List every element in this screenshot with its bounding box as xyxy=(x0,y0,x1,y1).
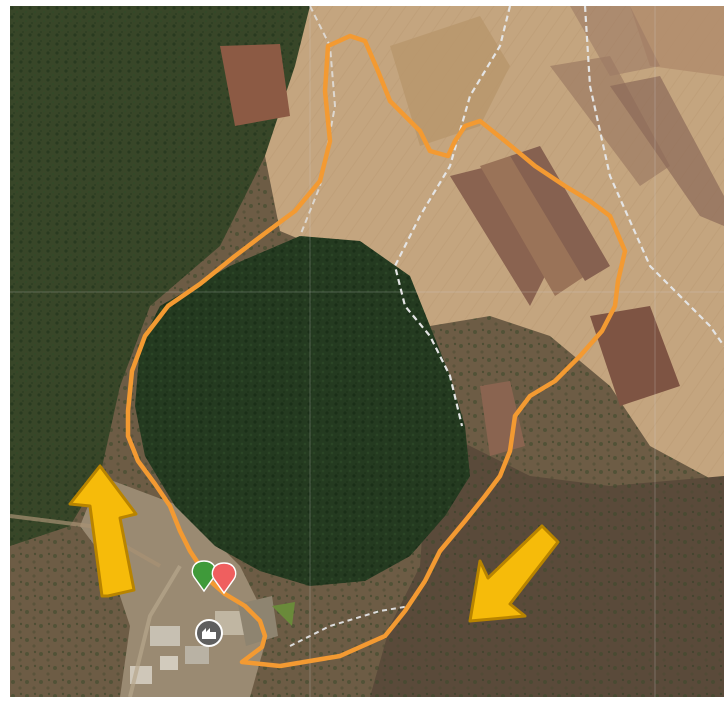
plowed-field xyxy=(590,306,680,406)
trail-path xyxy=(299,6,337,237)
plowed-strip xyxy=(450,166,550,306)
building xyxy=(150,626,180,646)
field-patch xyxy=(390,16,510,146)
plowed-field xyxy=(220,44,290,126)
satellite-map[interactable] xyxy=(10,6,724,697)
trail-path xyxy=(583,6,724,347)
building xyxy=(185,646,209,664)
end-pin-icon[interactable] xyxy=(211,562,237,595)
arrow-down-left-icon xyxy=(468,524,560,623)
trail-path xyxy=(289,605,411,647)
plowed-strip xyxy=(510,146,610,281)
plowed-strip xyxy=(550,56,670,186)
plowed-strip xyxy=(480,156,585,296)
arrow-up-icon xyxy=(68,464,138,598)
dirt-track xyxy=(10,514,161,568)
building-poi-icon[interactable] xyxy=(195,619,223,647)
map-view[interactable] xyxy=(10,6,724,697)
village-road xyxy=(128,564,182,697)
hiking-route[interactable] xyxy=(125,33,628,669)
building xyxy=(160,656,178,670)
village-area xyxy=(80,476,270,697)
green-lot xyxy=(272,602,295,626)
start-pin-icon[interactable] xyxy=(191,560,217,593)
trail-path xyxy=(393,6,512,427)
plowed-strip xyxy=(610,76,724,226)
